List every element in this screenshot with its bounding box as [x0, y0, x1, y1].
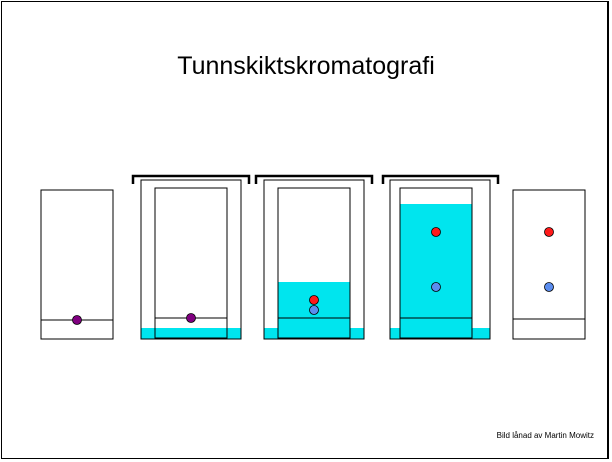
solvent-front-area [400, 204, 472, 338]
chamber-lid [381, 174, 500, 184]
sample-spot-mixed [186, 313, 196, 323]
stage-3-chamber-group [254, 174, 374, 340]
blue-spot [309, 305, 319, 315]
tlc-plate [399, 187, 473, 339]
tlc-plate [512, 189, 586, 340]
chamber [140, 179, 242, 340]
red-spot [431, 227, 441, 237]
chamber [389, 179, 491, 340]
blue-spot [431, 282, 441, 292]
tlc-plate [40, 189, 114, 340]
stage-4-chamber-group [381, 174, 500, 340]
chamber-lid [131, 174, 251, 184]
image-credit: Bild lånad av Martin Mowitz [496, 431, 594, 440]
red-spot [309, 295, 319, 305]
stage-5-plate-group [512, 189, 586, 340]
tlc-plate [277, 187, 351, 339]
sample-spot-mixed [72, 315, 82, 325]
chamber [263, 179, 365, 340]
chamber-lid [254, 174, 374, 184]
slide-title: Tunnskiktskromatografi [177, 52, 435, 80]
stage-2-chamber-group [131, 174, 251, 340]
blue-spot [544, 282, 554, 292]
tlc-plate [154, 187, 228, 339]
stage-1-plate-group [40, 189, 114, 340]
solvent-pool [141, 328, 241, 339]
red-spot [544, 227, 554, 237]
